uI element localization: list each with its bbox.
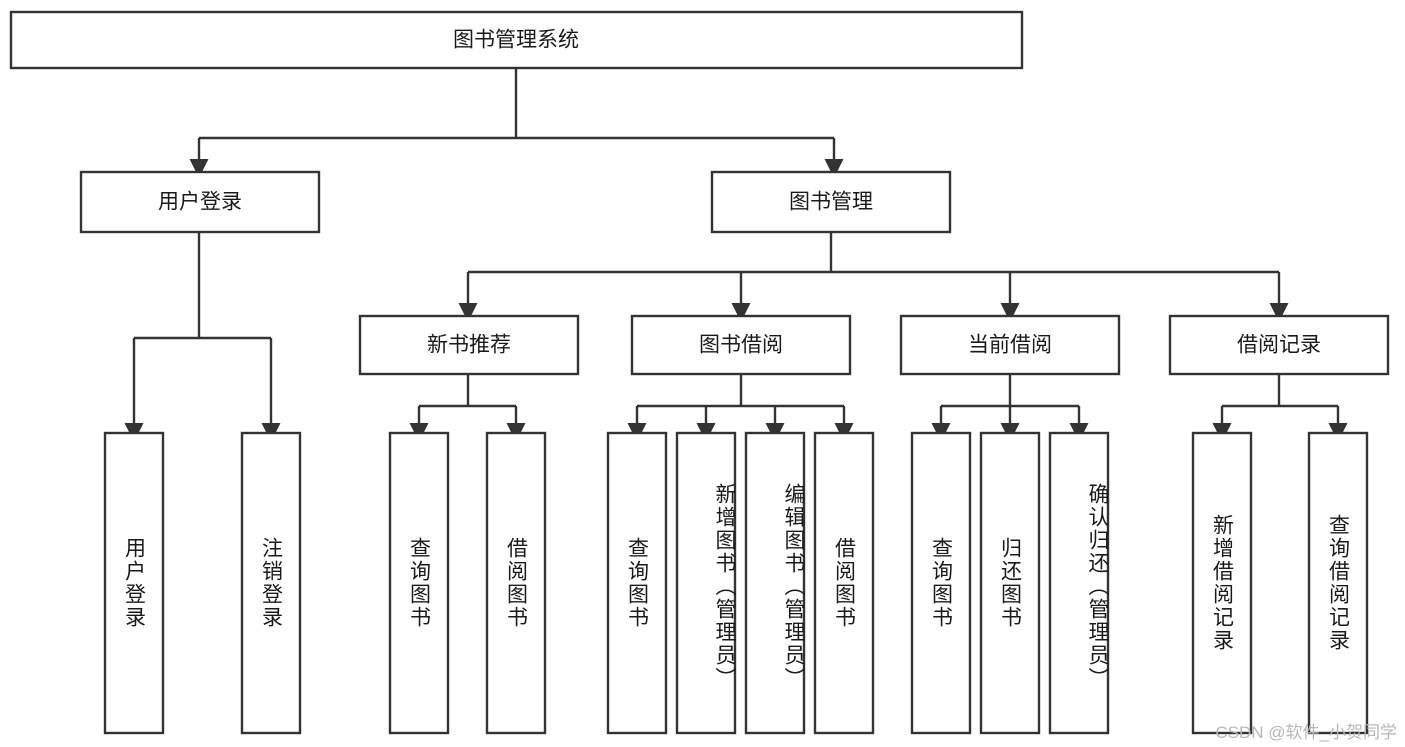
node-book-borrow-label: 图书借阅 <box>699 334 783 357</box>
node-book-borrow[interactable]: 图书借阅 <box>630 314 852 376</box>
node-new-book-recommend-label: 新书推荐 <box>427 334 511 357</box>
node-book-management-label: 图书管理 <box>789 191 873 214</box>
leaf-add-book-admin[interactable] <box>675 431 737 735</box>
node-current-borrow-label: 当前借阅 <box>968 334 1052 357</box>
connector-bookborrow-to-leaves <box>627 374 854 442</box>
node-user-login-label: 用户登录 <box>158 191 242 214</box>
leaf-return-book[interactable] <box>979 431 1041 735</box>
leaf-user-login[interactable] <box>103 431 165 735</box>
connector-root-to-level2 <box>189 68 844 178</box>
connector-bookmgmt-to-level3 <box>458 232 1289 322</box>
connector-currentborrow-to-leaves <box>931 374 1089 442</box>
leaf-query-book-current[interactable] <box>910 431 972 735</box>
leaf-add-borrow-record[interactable] <box>1191 431 1253 735</box>
node-borrow-record-label: 借阅记录 <box>1237 334 1321 357</box>
node-borrow-record[interactable]: 借阅记录 <box>1168 314 1390 376</box>
connector-borrowrecord-to-leaves <box>1212 374 1348 442</box>
node-root[interactable]: 图书管理系统 <box>9 10 1024 70</box>
leaf-logout-login[interactable] <box>240 431 302 735</box>
leaf-query-book-borrow[interactable] <box>606 431 668 735</box>
leaf-query-book-newbook[interactable] <box>388 431 450 735</box>
connector-newbook-to-leaves <box>409 374 526 442</box>
node-book-management[interactable]: 图书管理 <box>710 170 952 234</box>
connector-userlogin-to-leaves <box>124 232 281 442</box>
leaf-borrow-book-borrow[interactable] <box>813 431 875 735</box>
node-current-borrow[interactable]: 当前借阅 <box>899 314 1121 376</box>
node-new-book-recommend[interactable]: 新书推荐 <box>358 314 580 376</box>
leaf-borrow-book-newbook[interactable] <box>485 431 547 735</box>
leaf-confirm-return-admin[interactable] <box>1048 431 1110 735</box>
leaf-query-borrow-record[interactable] <box>1307 431 1369 735</box>
csdn-watermark: CSDN @软件_小贺同学 <box>1215 723 1397 742</box>
node-root-label: 图书管理系统 <box>453 29 579 52</box>
leaf-edit-book-admin[interactable] <box>744 431 806 735</box>
node-user-login[interactable]: 用户登录 <box>79 170 321 234</box>
